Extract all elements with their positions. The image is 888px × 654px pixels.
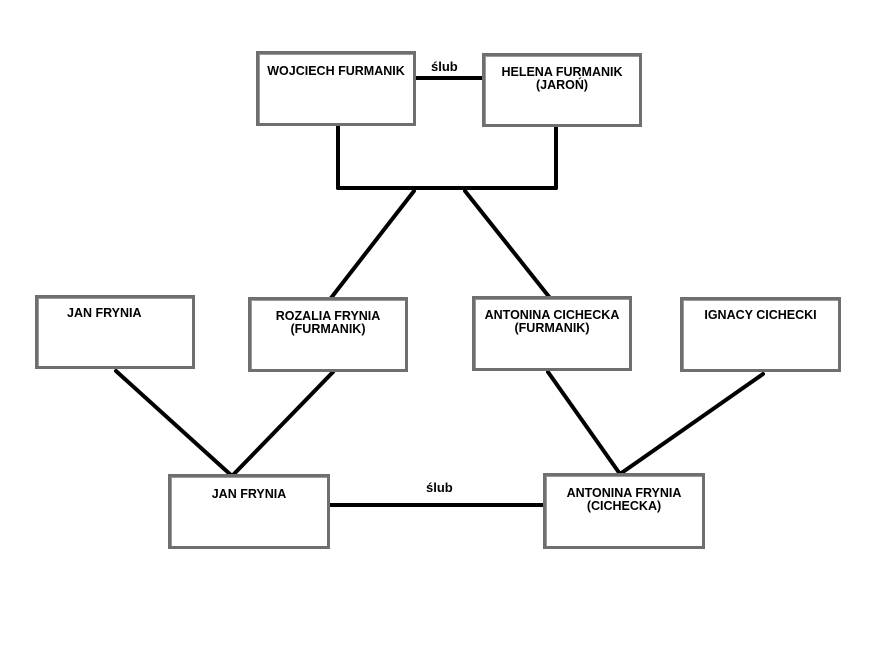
link-jan-senior <box>114 369 234 478</box>
person-maiden-name: (FURMANIK) <box>290 322 366 336</box>
person-box-wojciech-furmanik: WOJCIECH FURMANIK <box>256 51 416 126</box>
person-box-antonina-frynia: ANTONINA FRYNIA (CICHECKA) <box>543 473 705 549</box>
person-name: JAN FRYNIA <box>67 306 142 320</box>
marriage-label-top: ślub <box>431 59 458 74</box>
person-box-rozalia-frynia: ROZALIA FRYNIA (FURMANIK) <box>248 297 408 372</box>
link-ignacy <box>618 372 765 476</box>
branch-to-rozalia <box>329 189 416 300</box>
person-name: WOJCIECH FURMANIK <box>267 64 405 78</box>
person-name: IGNACY CICHECKI <box>704 308 817 322</box>
person-name: HELENA FURMANIK <box>501 65 623 79</box>
person-maiden-name: (JAROŃ) <box>535 78 589 92</box>
link-antonina-cichecka <box>546 370 622 476</box>
branch-to-antonina <box>463 189 552 300</box>
person-name: ROZALIA FRYNIA <box>275 309 381 323</box>
person-box-antonina-cichecka: ANTONINA CICHECKA (FURMANIK) <box>472 296 632 371</box>
person-box-ignacy-cichecki: IGNACY CICHECKI <box>680 297 841 372</box>
person-name: ANTONINA FRYNIA <box>566 486 682 500</box>
person-box-helena-furmanik: HELENA FURMANIK (JAROŃ) <box>482 53 642 127</box>
person-maiden-name: (CICHECKA) <box>586 499 662 513</box>
person-maiden-name: (FURMANIK) <box>514 321 590 335</box>
person-name: ANTONINA CICHECKA <box>484 308 620 322</box>
person-box-jan-frynia-senior: JAN FRYNIA <box>35 295 195 369</box>
person-name: JAN FRYNIA <box>211 487 287 501</box>
person-box-jan-frynia: JAN FRYNIA <box>168 474 330 549</box>
marriage-label-bottom: ślub <box>426 480 453 495</box>
link-rozalia <box>230 370 335 478</box>
